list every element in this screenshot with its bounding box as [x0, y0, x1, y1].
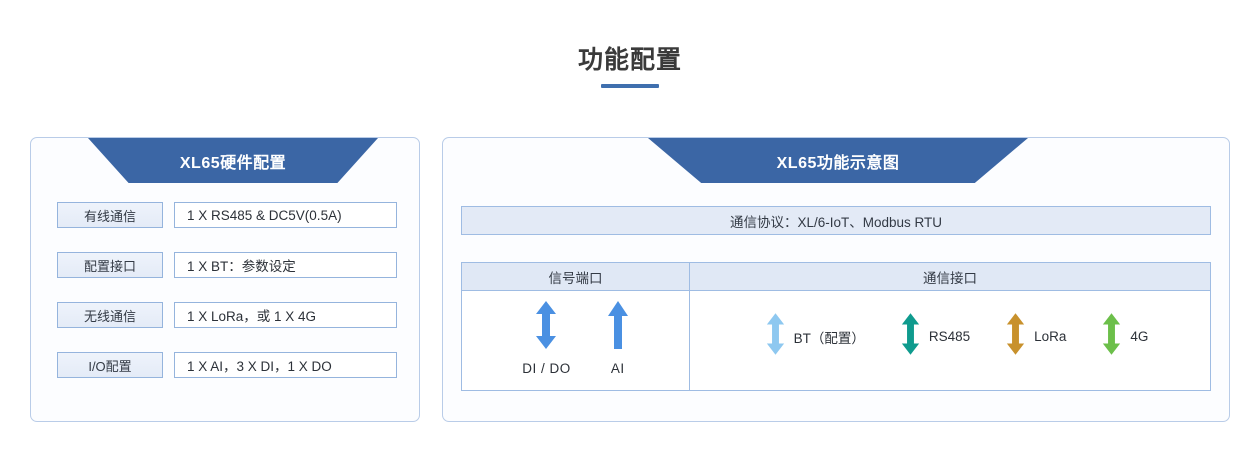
- double-arrow-icon: [1006, 312, 1025, 361]
- double-arrow-icon: [535, 301, 557, 354]
- list-item-label: DI / DO: [522, 361, 571, 376]
- row-label: 无线通信: [57, 302, 163, 328]
- row-value: 1 X BT：参数设定: [174, 252, 397, 278]
- function-diagram-banner: XL65功能示意图: [648, 138, 1028, 183]
- table-row: I/O配置 1 X AI，3 X DI，1 X DO: [57, 352, 397, 378]
- page-title: 功能配置: [577, 46, 682, 74]
- list-item-label: BT（配置）: [793, 330, 865, 346]
- signal-port-header: 信号端口: [462, 263, 690, 290]
- hardware-config-panel: XL65硬件配置 有线通信 1 X RS485 & DC5V(0.5A) 配置接…: [30, 137, 420, 422]
- row-label: I/O配置: [57, 352, 163, 378]
- io-table-header: 信号端口 通信接口: [462, 263, 1210, 291]
- io-table: 信号端口 通信接口 DI / DO: [461, 262, 1211, 391]
- double-arrow-icon: [766, 312, 785, 361]
- row-value: 1 X AI，3 X DI，1 X DO: [174, 352, 397, 378]
- page-header: 功能配置: [0, 0, 1260, 88]
- list-item-label: LoRa: [1034, 329, 1067, 344]
- row-value: 1 X LoRa，或 1 X 4G: [174, 302, 397, 328]
- row-value: 1 X RS485 & DC5V(0.5A): [174, 202, 397, 228]
- list-item: 4G: [1102, 312, 1148, 361]
- list-item-label: RS485: [928, 329, 971, 344]
- signal-port-cell: DI / DO AI: [462, 291, 690, 390]
- function-diagram-panel: XL65功能示意图 通信协议：XL/6-IoT、Modbus RTU 信号端口 …: [442, 137, 1230, 422]
- panels-container: XL65硬件配置 有线通信 1 X RS485 & DC5V(0.5A) 配置接…: [0, 137, 1260, 422]
- row-label: 有线通信: [57, 202, 163, 228]
- list-item: BT（配置）: [766, 312, 865, 361]
- list-item: DI / DO: [522, 301, 571, 376]
- table-row: 配置接口 1 X BT：参数设定: [57, 252, 397, 278]
- hardware-config-rows: 有线通信 1 X RS485 & DC5V(0.5A) 配置接口 1 X BT：…: [57, 202, 397, 378]
- up-arrow-icon: [607, 301, 629, 354]
- list-item: LoRa: [1006, 312, 1066, 361]
- list-item-label: AI: [610, 361, 625, 376]
- comm-port-cell: BT（配置） RS485: [690, 291, 1210, 390]
- double-arrow-icon: [1102, 312, 1121, 361]
- list-item: RS485: [901, 312, 970, 361]
- double-arrow-icon: [901, 312, 920, 361]
- title-underline: [601, 84, 659, 88]
- row-label: 配置接口: [57, 252, 163, 278]
- comm-port-header: 通信接口: [923, 270, 977, 286]
- function-diagram-banner-label: XL65功能示意图: [776, 154, 900, 172]
- list-item: AI: [607, 301, 629, 376]
- hardware-config-banner: XL65硬件配置: [88, 138, 378, 183]
- io-table-body: DI / DO AI: [462, 291, 1210, 390]
- hardware-config-banner-label: XL65硬件配置: [179, 154, 287, 172]
- protocol-bar: 通信协议：XL/6-IoT、Modbus RTU: [461, 206, 1211, 235]
- list-item-label: 4G: [1130, 329, 1149, 344]
- table-row: 有线通信 1 X RS485 & DC5V(0.5A): [57, 202, 397, 228]
- table-row: 无线通信 1 X LoRa，或 1 X 4G: [57, 302, 397, 328]
